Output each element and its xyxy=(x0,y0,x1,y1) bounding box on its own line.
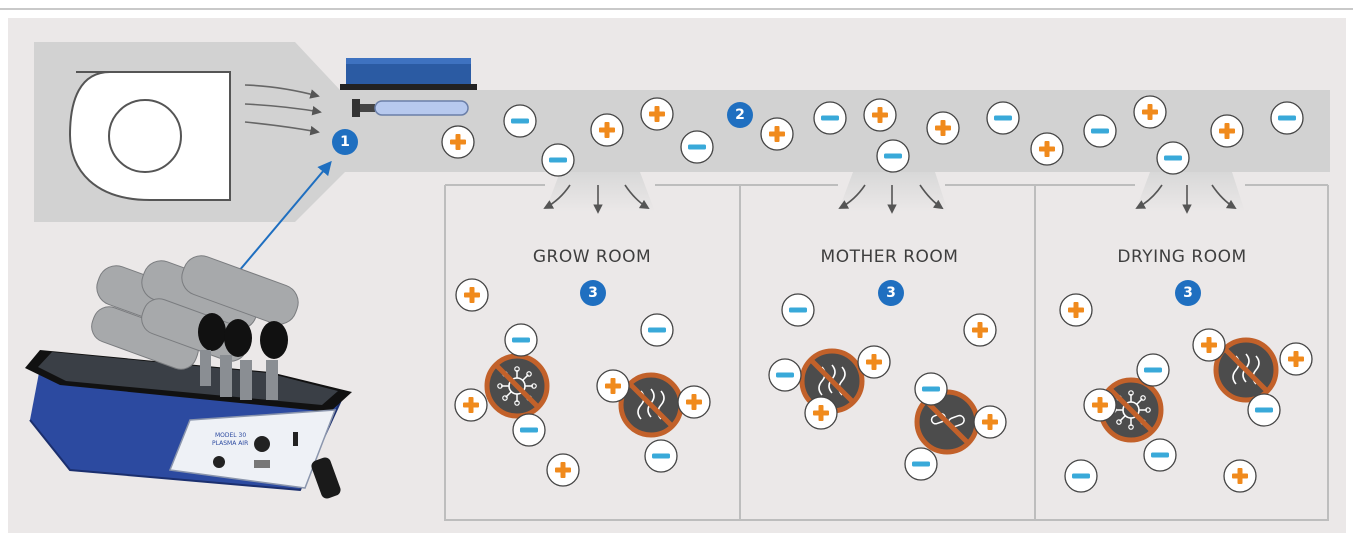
blower-fan-icon xyxy=(68,71,231,201)
plasma-air-device: MODEL 30 PLASMA AIR xyxy=(25,255,352,499)
positive-ion-icon xyxy=(454,388,488,422)
rooms-frame xyxy=(444,184,1329,521)
positive-ion-icon xyxy=(640,97,674,131)
device-panel-text: MODEL 30 xyxy=(215,432,246,439)
negative-ion-icon xyxy=(1143,438,1177,472)
negative-ion-icon xyxy=(512,413,546,447)
negative-ion-icon xyxy=(1156,141,1190,175)
step-marker-2: 2 xyxy=(727,102,753,128)
positive-ion-icon xyxy=(1223,459,1257,493)
positive-ion-icon xyxy=(926,111,960,145)
positive-ion-icon xyxy=(1192,328,1226,362)
device-connector-icon xyxy=(254,460,270,468)
positive-ion-icon xyxy=(596,369,630,403)
airflow-lines xyxy=(244,84,322,136)
device-brand-text: PLASMA AIR xyxy=(212,440,248,447)
positive-ion-icon xyxy=(441,125,475,159)
step-marker-1: 1 xyxy=(332,129,358,155)
room-step-marker-mother: 3 xyxy=(878,280,904,306)
negative-ion-icon xyxy=(768,358,802,392)
positive-ion-icon xyxy=(1059,293,1093,327)
positive-ion-icon xyxy=(1279,342,1313,376)
room-label-drying: DRYING ROOM xyxy=(1117,247,1247,267)
ion-layer xyxy=(441,95,1313,493)
positive-ion-icon xyxy=(1030,132,1064,166)
positive-ion-icon xyxy=(804,396,838,430)
negative-ion-icon xyxy=(813,101,847,135)
positive-ion-icon xyxy=(1210,114,1244,148)
odor-icon xyxy=(618,372,684,438)
negative-ion-icon xyxy=(914,372,948,406)
contaminant-layer xyxy=(484,337,1279,455)
device-pointer-arrow xyxy=(227,160,332,285)
room-step-marker-drying: 3 xyxy=(1175,280,1201,306)
ionizer-tube xyxy=(352,99,469,117)
device-knob-icon xyxy=(254,436,270,452)
room-label-grow: GROW ROOM xyxy=(532,247,652,267)
vent-arrows xyxy=(543,184,1237,214)
duct xyxy=(34,42,1330,222)
positive-ion-icon xyxy=(590,113,624,147)
negative-ion-icon xyxy=(640,313,674,347)
negative-ion-icon xyxy=(503,104,537,138)
room-label-mother: MOTHER ROOM xyxy=(820,247,959,267)
virus-icon xyxy=(484,353,550,419)
negative-ion-icon xyxy=(644,439,678,473)
positive-ion-icon xyxy=(963,313,997,347)
vent-mother-room xyxy=(838,172,948,212)
positive-ion-icon xyxy=(455,278,489,312)
virus-icon xyxy=(1098,377,1164,443)
negative-ion-icon xyxy=(541,143,575,177)
negative-ion-icon xyxy=(904,447,938,481)
positive-ion-icon xyxy=(1083,388,1117,422)
positive-ion-icon xyxy=(857,345,891,379)
device-switch-icon xyxy=(293,432,298,446)
positive-ion-icon xyxy=(677,385,711,419)
negative-ion-icon xyxy=(986,101,1020,135)
vent-drying-room xyxy=(1135,172,1245,212)
positive-ion-icon xyxy=(760,117,794,151)
device-button-icon xyxy=(213,456,225,468)
negative-ion-icon xyxy=(1136,353,1170,387)
negative-ion-icon xyxy=(680,130,714,164)
negative-ion-icon xyxy=(876,139,910,173)
ionizer-housing xyxy=(340,58,477,90)
device-cable-gland-icon xyxy=(311,457,341,499)
vent-grow-room xyxy=(545,172,655,212)
negative-ion-icon xyxy=(781,293,815,327)
odor-icon xyxy=(1213,337,1279,403)
room-step-marker-grow: 3 xyxy=(580,280,606,306)
negative-ion-icon xyxy=(504,323,538,357)
positive-ion-icon xyxy=(973,405,1007,439)
positive-ion-icon xyxy=(546,453,580,487)
negative-ion-icon xyxy=(1083,114,1117,148)
positive-ion-icon xyxy=(863,98,897,132)
negative-ion-icon xyxy=(1270,101,1304,135)
negative-ion-icon xyxy=(1064,459,1098,493)
negative-ion-icon xyxy=(1247,393,1281,427)
positive-ion-icon xyxy=(1133,95,1167,129)
